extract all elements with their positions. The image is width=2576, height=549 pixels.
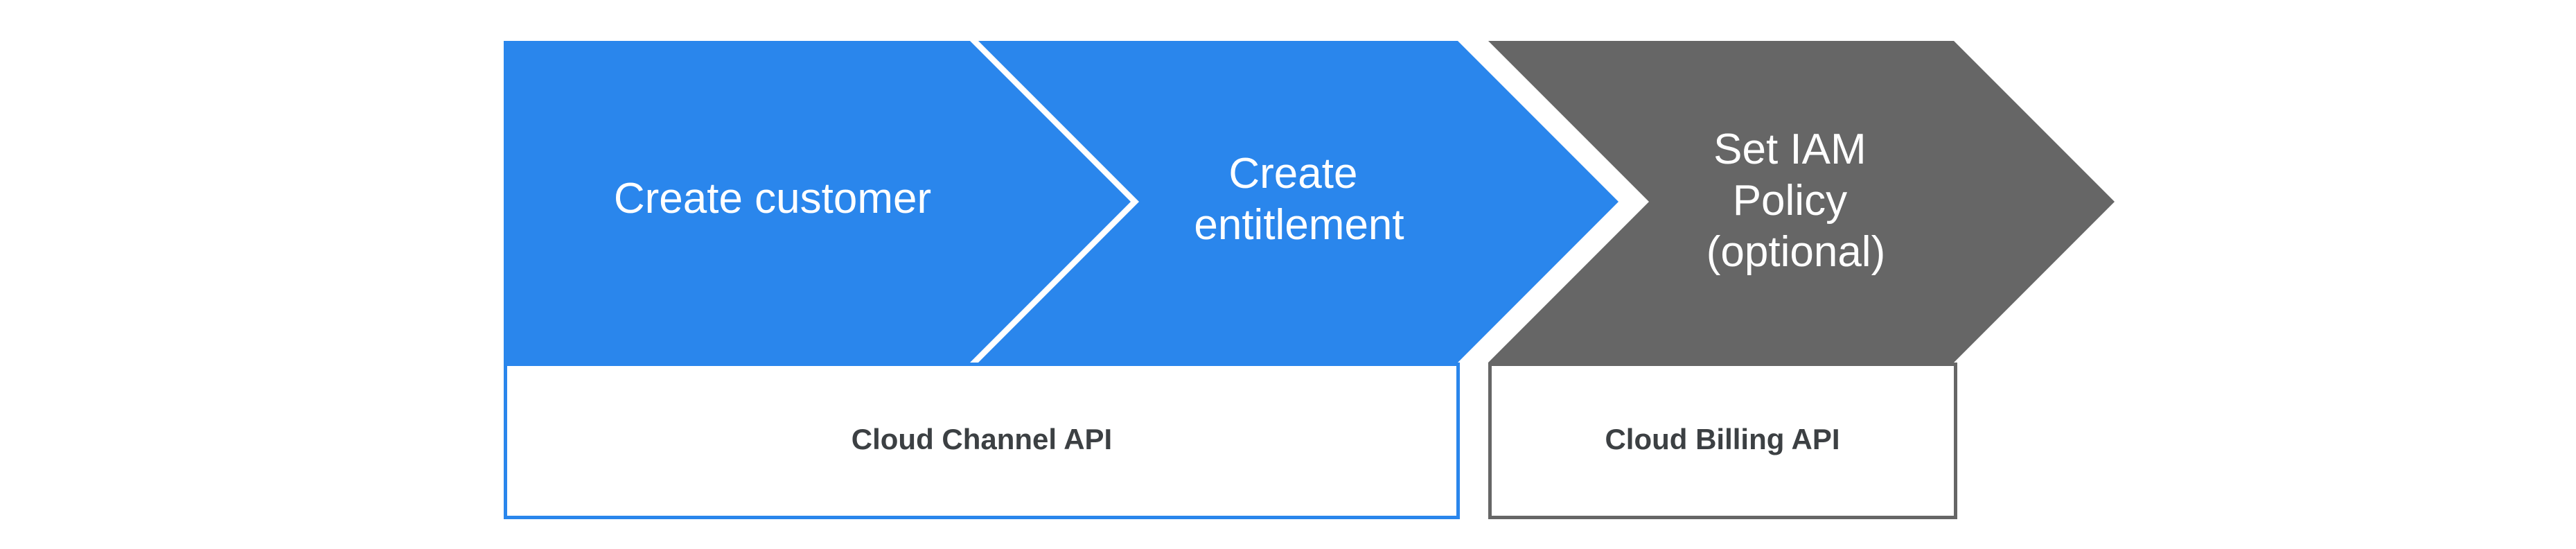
api-label-cloud-billing-api: Cloud Billing API [1605, 423, 1840, 455]
api-box-cloud-channel-api[interactable] [504, 363, 1460, 519]
chevron-label-set-iam-policy: Set IAM Policy (optional) [1706, 125, 1885, 276]
chevron-label-create-customer: Create customer [614, 175, 931, 223]
chevron-create-entitlement[interactable] [978, 41, 1618, 363]
chevron-label-create-entitlement: Create entitlement [1194, 150, 1404, 249]
api-label-cloud-channel-api: Cloud Channel API [852, 423, 1112, 455]
chevron-set-iam-policy[interactable] [1488, 41, 2115, 363]
chevron-create-customer[interactable] [504, 41, 1131, 363]
api-box-cloud-billing-api[interactable] [1488, 363, 1957, 519]
